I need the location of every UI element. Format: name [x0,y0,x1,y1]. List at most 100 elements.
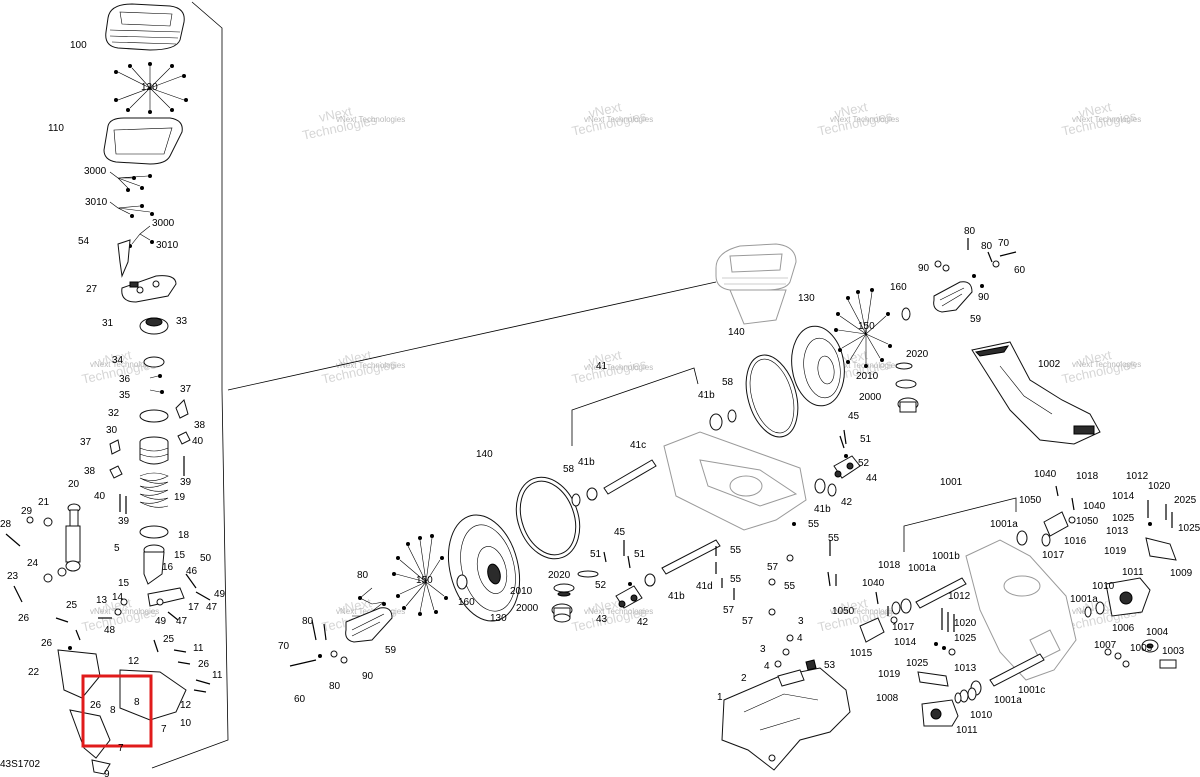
watermark-line1: vNext [1077,347,1113,369]
label-28: 28 [0,519,12,530]
label-1015: 1015 [850,648,873,659]
label-1014: 1014 [1112,491,1135,502]
label-1002: 1002 [1038,359,1061,370]
label-55: 55 [730,545,742,556]
label-1012: 1012 [1126,471,1149,482]
label-13: 13 [96,595,108,606]
idler-group-right [933,238,1017,313]
label-1: 1 [717,692,723,703]
label-57: 57 [742,616,754,627]
label-15: 15 [174,550,186,561]
lower-spring-seat [139,525,169,539]
watermark-small: vNext Technologies [1072,115,1141,124]
label-20: 20 [68,479,80,490]
label-4: 4 [797,633,803,644]
label-58: 58 [563,464,575,475]
label-26: 26 [198,659,210,670]
shaft-41d [661,539,721,575]
label-24: 24 [27,558,39,569]
label-22: 22 [28,667,40,678]
label-2: 2 [741,673,747,684]
label-1001a: 1001a [1070,594,1098,605]
watermark-small: vNext Technologies [1072,607,1141,616]
watermark-small: vNext Technologies [336,115,405,124]
label-160: 160 [890,282,907,293]
label-80: 80 [981,241,993,252]
watermark-small: vNext Technologies [90,607,159,616]
label-140: 140 [476,449,493,460]
diagram-code: 43S1702 [0,759,40,770]
label-35: 35 [119,390,131,401]
label-160: 160 [458,597,475,608]
label-140: 140 [728,327,745,338]
label-3000: 3000 [152,218,175,229]
spring-retainer [143,356,165,368]
label-42: 42 [841,497,853,508]
label-3010: 3010 [85,197,108,208]
label-26: 26 [90,700,102,711]
label-41d: 41d [696,581,713,592]
label-110: 110 [48,123,64,134]
part-labels: 100 120 110 3000 3010 3000 3010 54 27 31… [0,40,1200,777]
dust-boot [139,436,169,465]
label-1001b: 1001b [932,551,960,562]
label-36: 36 [119,374,131,385]
ring-160 [456,574,468,590]
bolt-groups-1012 [934,500,1173,656]
label-2010: 2010 [510,586,533,597]
label-15: 15 [118,578,130,589]
label-1010: 1010 [1092,581,1115,592]
label-49: 49 [214,589,226,600]
label-2020: 2020 [906,349,929,360]
fastener-group-3000 [109,171,154,248]
label-1017: 1017 [892,622,915,633]
label-150: 150 [416,575,433,586]
label-1016: 1016 [1064,536,1087,547]
label-19: 19 [174,492,186,503]
drive-cover-130 [448,514,520,622]
label-60: 60 [294,694,306,705]
bracket [117,239,131,278]
label-1004: 1004 [1146,627,1169,638]
label-1001c: 1001c [1018,685,1045,696]
label-27: 27 [86,284,98,295]
label-3: 3 [760,644,766,655]
label-47: 47 [206,602,218,613]
label-16: 16 [162,562,174,573]
label-70: 70 [278,641,290,652]
mount-hardware [98,573,211,621]
left-fasteners [5,516,67,603]
watermark-line1: vNext [833,595,869,617]
coil-spring [139,472,169,508]
label-80: 80 [329,681,341,692]
label-70: 70 [998,238,1010,249]
label-31: 31 [102,318,114,329]
watermark-small: vNext Technologies [830,607,899,616]
label-41b: 41b [698,390,715,401]
label-21: 21 [38,497,50,508]
label-29: 29 [21,506,33,517]
label-1005: 1005 [1130,643,1153,654]
label-41b: 41b [814,504,831,515]
label-41: 41 [596,361,608,372]
label-43: 43 [596,614,608,625]
watermark-small: vNext Technologies [584,363,653,372]
label-46: 46 [186,566,198,577]
label-34: 34 [112,355,124,366]
label-1020: 1020 [954,618,977,629]
label-59: 59 [385,645,397,656]
tensioner-1016 [1043,485,1076,537]
label-1003: 1003 [1162,646,1185,657]
watermark-small: vNext Technologies [584,115,653,124]
shaft-41c [586,459,657,501]
watermark-line1: vNext [587,595,623,617]
gasket [103,117,183,165]
label-47: 47 [176,616,188,627]
label-1040: 1040 [1034,469,1057,480]
label-3000: 3000 [84,166,107,177]
label-52: 52 [858,458,870,469]
engine-block [715,243,797,325]
rear-arm-assembly [859,485,1177,727]
label-3: 3 [798,616,804,627]
label-11: 11 [212,670,223,681]
